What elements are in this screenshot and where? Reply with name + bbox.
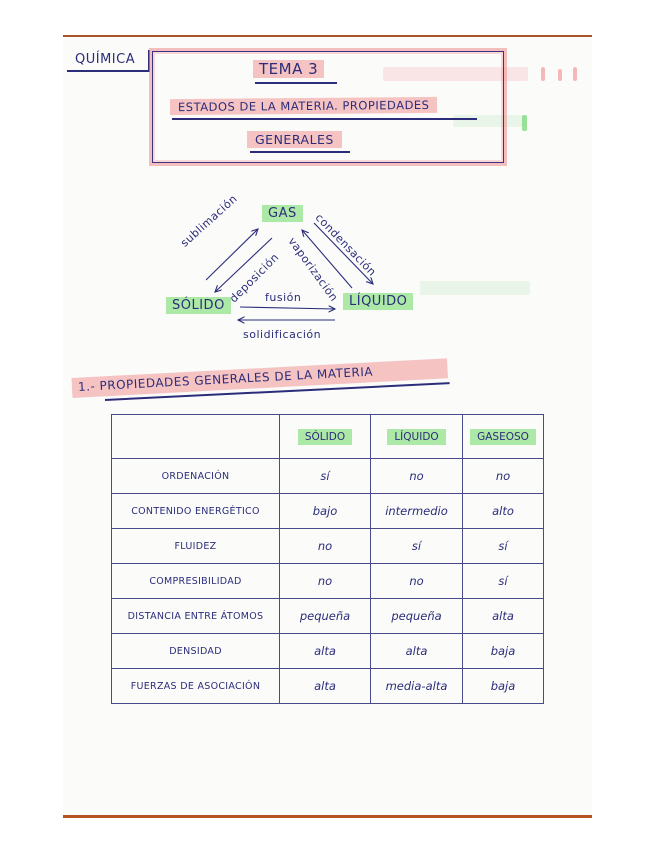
row-label: DENSIDAD [111,633,280,669]
row-label: COMPRESIBILIDAD [111,563,280,599]
table-row: FUERZAS DE ASOCIACIÓN alta media-alta ba… [111,668,544,704]
table-row: DENSIDAD alta alta baja [111,633,544,669]
cell-liquid: no [370,563,463,599]
state-gas: GAS [262,205,303,222]
table-header-row: SÓLIDO LÍQUIDO GASEOSO [111,414,544,459]
cell-liquid: sí [370,528,463,564]
row-label: CONTENIDO ENERGÉTICO [111,493,280,529]
cell-gas: sí [462,563,544,599]
page-title-line1: ESTADOS DE LA MATERIA. PROPIEDADES [169,96,438,116]
cell-gas: baja [462,633,544,669]
table-row: CONTENIDO ENERGÉTICO bajo intermedio alt… [111,493,544,529]
topic-underline [255,82,337,84]
title-underline-2 [250,151,350,153]
cell-solid: alta [279,668,371,704]
cell-gas: alta [462,598,544,634]
table-row: COMPRESIBILIDAD no no sí [111,563,544,599]
bleed-through-mark [541,67,545,81]
cell-gas: no [462,458,544,494]
cell-liquid: intermedio [370,493,463,529]
cell-gas: alto [462,493,544,529]
header-empty [111,414,280,459]
bleed-through-mark [573,67,577,81]
title-underline [172,118,477,120]
bleed-through-mark [383,67,528,81]
subject-label: QUÍMICA [75,52,136,67]
subject-underline [67,70,149,72]
header-gas: GASEOSO [462,414,544,459]
topic-number: TEMA 3 [253,60,325,78]
row-label: FLUIDEZ [111,528,280,564]
row-label: FUERZAS DE ASOCIACIÓN [111,668,280,704]
cell-solid: pequeña [279,598,371,634]
bleed-through-mark [558,69,562,81]
cell-gas: baja [462,668,544,704]
page-title-line2: GENERALES [247,131,342,148]
label-fusion: fusión [265,291,302,304]
row-label: DISTANCIA ENTRE ÁTOMOS [111,598,280,634]
cell-liquid: alta [370,633,463,669]
row-label: ORDENACIÓN [111,458,280,494]
title-box [152,51,504,163]
cell-solid: no [279,563,371,599]
table-row: DISTANCIA ENTRE ÁTOMOS pequeña pequeña a… [111,598,544,634]
label-solidification: solidificación [243,328,322,341]
cell-liquid: media-alta [370,668,463,704]
header-solid: SÓLIDO [279,414,371,459]
state-solid: SÓLIDO [166,297,231,314]
properties-table: SÓLIDO LÍQUIDO GASEOSO ORDENACIÓN sí no … [111,414,544,704]
cell-gas: sí [462,528,544,564]
cell-solid: bajo [279,493,371,529]
table-row: FLUIDEZ no sí sí [111,528,544,564]
state-liquid: LÍQUIDO [343,293,414,310]
cell-solid: alta [279,633,371,669]
cell-solid: sí [279,458,371,494]
bleed-through-mark [420,281,530,295]
subject-divider [148,50,150,72]
cell-liquid: pequeña [370,598,463,634]
cell-liquid: no [370,458,463,494]
bleed-through-mark [522,115,527,131]
cell-solid: no [279,528,371,564]
table-row: ORDENACIÓN sí no no [111,458,544,494]
header-liquid: LÍQUIDO [370,414,463,459]
